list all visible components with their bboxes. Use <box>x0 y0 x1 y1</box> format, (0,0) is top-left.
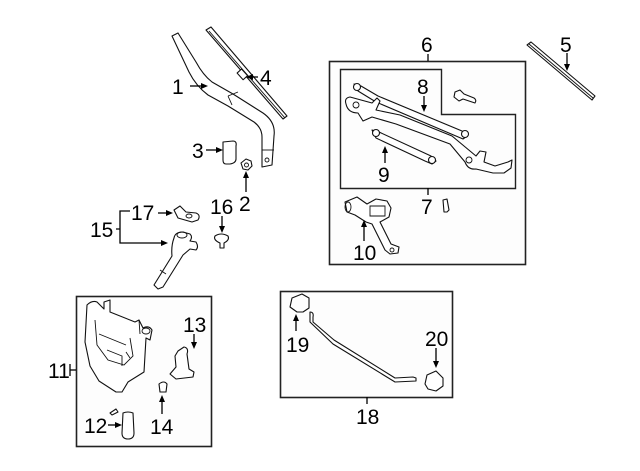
arm-cap-part[interactable] <box>222 140 237 165</box>
callout-15: 15 <box>90 219 113 242</box>
callout-16: 16 <box>210 196 233 219</box>
callout-1: 1 <box>172 76 184 99</box>
callout-2: 2 <box>239 193 251 216</box>
washer-hose-part[interactable] <box>309 311 417 383</box>
callout-11: 11 <box>48 360 70 383</box>
filler-neck-part[interactable] <box>109 408 135 440</box>
wiper-arm-part[interactable] <box>171 32 275 168</box>
washer-reservoir-part[interactable] <box>84 299 153 393</box>
group-box-18 <box>279 290 454 399</box>
washer-pump-part[interactable] <box>169 346 195 380</box>
wiper-blade-part[interactable] <box>205 26 288 120</box>
linkage-bolt-part[interactable] <box>453 89 477 104</box>
drive-link-part[interactable] <box>352 82 470 140</box>
blade-refill-part[interactable] <box>526 41 596 101</box>
nozzle-bracket-part[interactable] <box>173 205 200 223</box>
nozzle-clip-part[interactable] <box>214 233 230 249</box>
callout-6: 6 <box>421 34 433 57</box>
callout-19: 19 <box>286 334 309 357</box>
callout-13: 13 <box>183 314 206 337</box>
linkage-frame-part[interactable] <box>344 96 513 174</box>
pump-grommet-part[interactable] <box>158 381 168 393</box>
callout-9: 9 <box>378 164 390 187</box>
callout-18: 18 <box>356 406 379 429</box>
washer-nozzle-part[interactable] <box>153 231 199 290</box>
hose-connector-left-part[interactable] <box>289 293 310 313</box>
arm-nut-part[interactable] <box>240 158 253 171</box>
callout-4: 4 <box>260 67 272 90</box>
pivot-pin-part[interactable] <box>442 198 450 213</box>
callout-3: 3 <box>192 140 204 163</box>
callout-8: 8 <box>417 76 429 99</box>
callout-14: 14 <box>150 416 174 439</box>
connecting-rod-part[interactable] <box>371 128 437 165</box>
hose-connector-right-part[interactable] <box>424 370 444 392</box>
callout-7: 7 <box>421 196 433 219</box>
callout-12: 12 <box>84 415 107 438</box>
callout-17: 17 <box>131 202 154 225</box>
callout-5: 5 <box>560 34 572 57</box>
callout-20: 20 <box>425 328 448 351</box>
callout-10: 10 <box>353 242 376 265</box>
